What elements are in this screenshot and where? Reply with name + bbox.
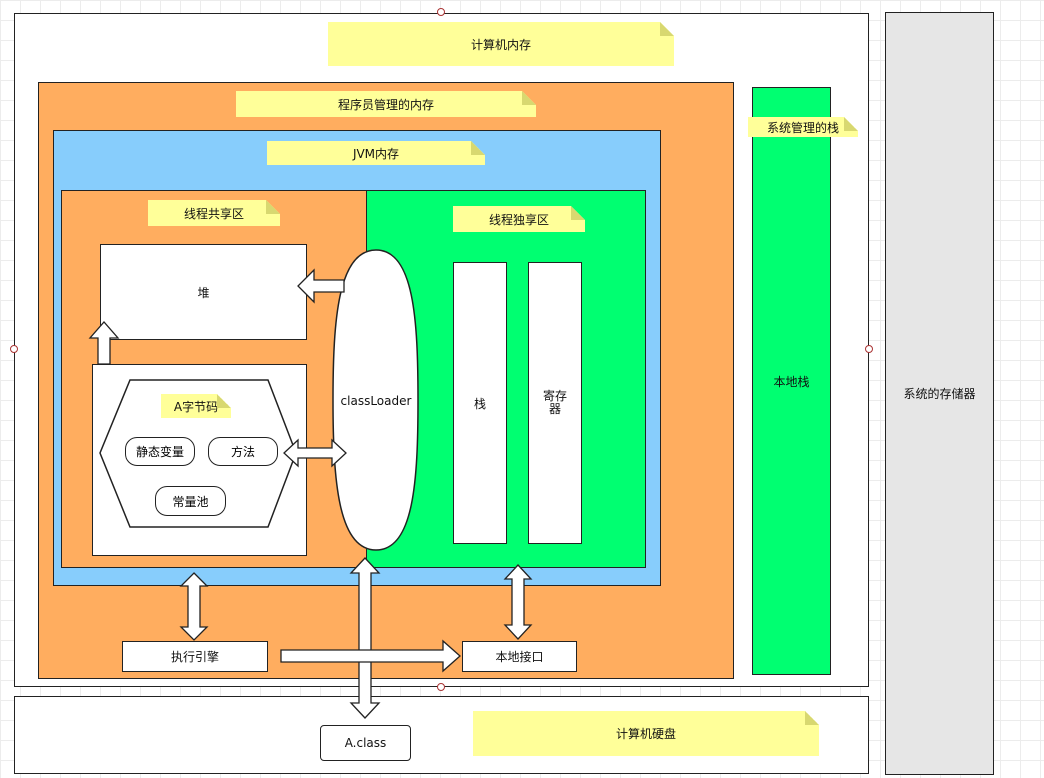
jvm-memory-note[interactable]: JVM内存 xyxy=(267,141,485,165)
arrow-classloader-class xyxy=(349,557,381,719)
heap-box[interactable]: 堆 xyxy=(100,244,307,340)
arrow-classloader-to-heap xyxy=(297,268,345,304)
class-file-box[interactable]: A.class xyxy=(320,725,411,761)
bytecode-hexagon xyxy=(99,379,297,528)
thread-shared-note[interactable]: 线程共享区 xyxy=(148,200,280,226)
selection-handle-left[interactable] xyxy=(10,345,18,353)
selection-handle-bottom[interactable] xyxy=(437,683,445,691)
arrow-bytecode-classloader xyxy=(283,438,347,468)
method-pill[interactable]: 方法 xyxy=(208,437,278,466)
thread-private-note[interactable]: 线程独享区 xyxy=(453,206,585,232)
selection-handle-right[interactable] xyxy=(865,345,873,353)
exec-engine-box[interactable]: 执行引擎 xyxy=(122,641,268,672)
arrow-shared-exec xyxy=(179,572,209,641)
arrow-bytecode-to-heap xyxy=(88,321,120,365)
classloader-shape xyxy=(332,249,419,551)
native-interface-box[interactable]: 本地接口 xyxy=(462,641,577,672)
selection-handle-top[interactable] xyxy=(437,8,445,16)
bytecode-note[interactable]: A字节码 xyxy=(161,394,231,418)
computer-memory-note[interactable]: 计算机内存 xyxy=(328,22,674,66)
system-stack-note[interactable]: 系统管理的栈 xyxy=(748,117,858,137)
static-vars-pill[interactable]: 静态变量 xyxy=(125,437,195,466)
system-storage-box[interactable]: 系统的存储器 xyxy=(885,12,994,775)
arrow-private-native xyxy=(503,564,533,640)
disk-note[interactable]: 计算机硬盘 xyxy=(473,711,819,756)
const-pool-pill[interactable]: 常量池 xyxy=(155,486,226,516)
native-stack-box[interactable]: 本地栈 xyxy=(752,87,831,675)
arrow-exec-native xyxy=(280,639,461,673)
programmer-memory-note[interactable]: 程序员管理的内存 xyxy=(236,91,536,117)
register-box[interactable]: 寄存 器 xyxy=(528,262,582,544)
classloader-label[interactable]: classLoader xyxy=(340,394,412,408)
stack-box[interactable]: 栈 xyxy=(453,262,507,544)
